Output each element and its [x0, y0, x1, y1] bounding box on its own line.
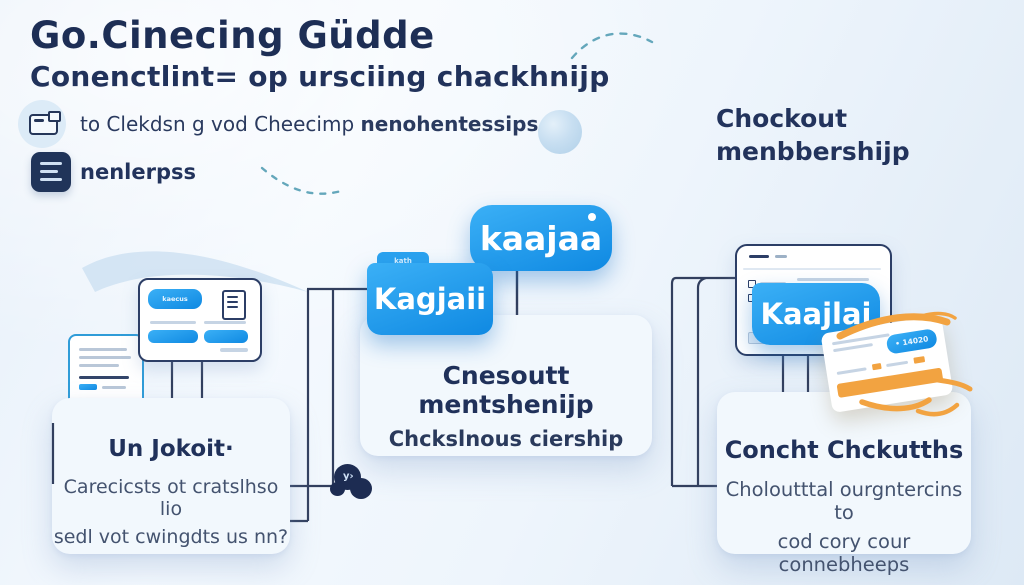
sphere-decoration [538, 110, 582, 154]
deco-line [227, 301, 238, 303]
document-icon [222, 290, 246, 320]
right-heading-line1: Chockout [716, 104, 848, 133]
left-card-title: Un Jokoit· [108, 436, 234, 462]
deco-line [227, 306, 238, 308]
connector-into-left-card [290, 484, 333, 523]
blob-icon: y› [330, 462, 374, 504]
right-card-body1: Choloutttal ourgntercins to [725, 478, 963, 524]
blob-label: y› [343, 471, 354, 482]
right-heading-line2: menbbershijp [716, 137, 910, 166]
checklist-item-1-text: to Clekdsn g vod Cheecimp [80, 112, 361, 136]
orange-chip [871, 362, 882, 371]
deco-line [79, 356, 131, 359]
card-glyph-icon [29, 111, 61, 135]
left-card-body2: sedl vot cwingdts us nn? [53, 526, 289, 548]
dashed-arc-top [570, 32, 654, 60]
page-title: Go.Cinecing Güdde [30, 14, 435, 57]
mini-card-pill: kaecus [148, 289, 202, 309]
deco-line [797, 278, 869, 281]
card-icon [18, 100, 66, 148]
deco-line [40, 162, 62, 165]
page-subtitle: Conenctlint= op ursciing chackhnijp [30, 60, 610, 93]
bubble-label: kaajaa [479, 218, 603, 258]
orange-chip [913, 356, 926, 364]
deco-line [79, 376, 129, 379]
deco-line [220, 348, 248, 352]
page-chip [79, 384, 97, 390]
dashed-arc-left [260, 166, 343, 195]
deco-line [743, 268, 881, 270]
checklist-item-2-label: nenlerpss [80, 160, 196, 184]
left-card-body1: Carecicsts ot cratslhso lio [63, 476, 279, 520]
deco-line [886, 360, 909, 368]
right-heading: Chockout menbbershijp [716, 102, 910, 168]
node-right-card: Concht Chckutths Choloutttal ourgntercin… [717, 392, 971, 576]
mini-card-illustration: kaecus [138, 278, 262, 362]
folder-label: Kagjaii [373, 282, 487, 316]
bubble-dot [588, 213, 596, 221]
mini-card-button [204, 330, 248, 343]
node-left-card: Un Jokoit· Carecicsts ot cratslhso lio s… [52, 398, 290, 554]
kaajlai-label: Kaajlai [760, 297, 872, 331]
deco-line [40, 170, 58, 173]
right-card-body2: cod cory cour connebheeps [777, 530, 911, 576]
connector-minicard-down [170, 358, 204, 399]
deco-line [79, 364, 119, 367]
deco-line [749, 255, 769, 258]
mini-card-button [148, 330, 198, 343]
price-pill: • 14020 [885, 328, 938, 355]
deco-line [831, 333, 890, 346]
center-card-title: Cnesoutt mentshenijp [418, 361, 594, 419]
connector-browser-to-right-card [781, 352, 810, 393]
list-icon [31, 152, 71, 192]
deco-line [79, 348, 127, 351]
blob-circle [350, 478, 372, 499]
deco-line [836, 367, 867, 375]
deco-line [833, 343, 874, 353]
right-card-title: Concht Chckutths [724, 436, 964, 464]
node-folder-kagjaii: Kagjaii [367, 263, 493, 335]
deco-line [150, 321, 196, 324]
deco-line [227, 296, 238, 298]
checklist-item-1: to Clekdsn g vod Cheecimp nenohentessips [80, 112, 538, 136]
node-center-card: Cnesoutt mentshenijp Chckslnous ciership [360, 315, 652, 456]
blob-circle [330, 482, 345, 496]
checklist-item-1-bold: nenohentessips [360, 112, 539, 136]
deco-line [40, 178, 62, 181]
node-bubble-kaajaa: kaajaa [470, 205, 612, 271]
deco-line [775, 255, 787, 258]
center-card-subtitle: Chckslnous ciership [388, 427, 624, 451]
deco-line [102, 386, 126, 389]
deco-line [204, 321, 246, 324]
